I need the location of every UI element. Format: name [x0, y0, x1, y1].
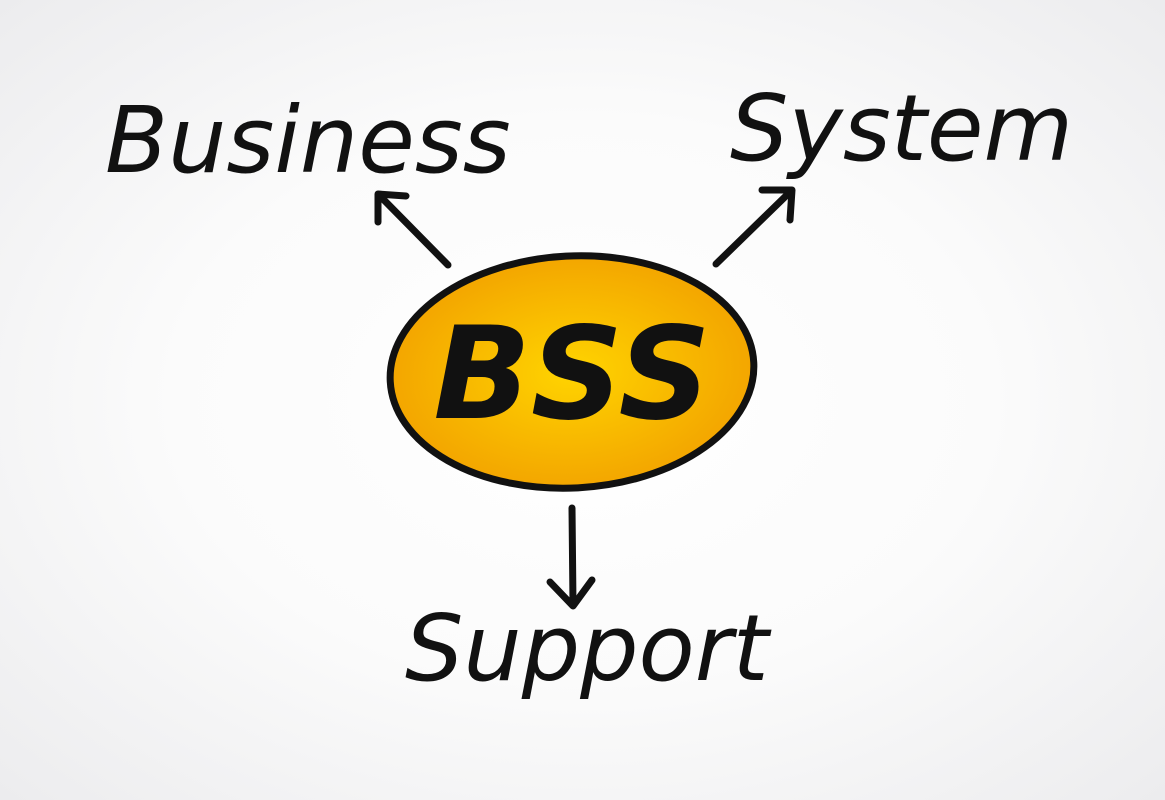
center-ellipse — [386, 252, 758, 492]
arrow-business — [374, 190, 452, 269]
arrow-support — [546, 504, 596, 610]
branch-label-system: System — [730, 75, 1073, 182]
center-label: BSS — [433, 300, 710, 449]
branch-label-business: Business — [105, 87, 511, 194]
branch-label-support: Support — [405, 595, 772, 702]
arrow-system — [712, 186, 796, 268]
